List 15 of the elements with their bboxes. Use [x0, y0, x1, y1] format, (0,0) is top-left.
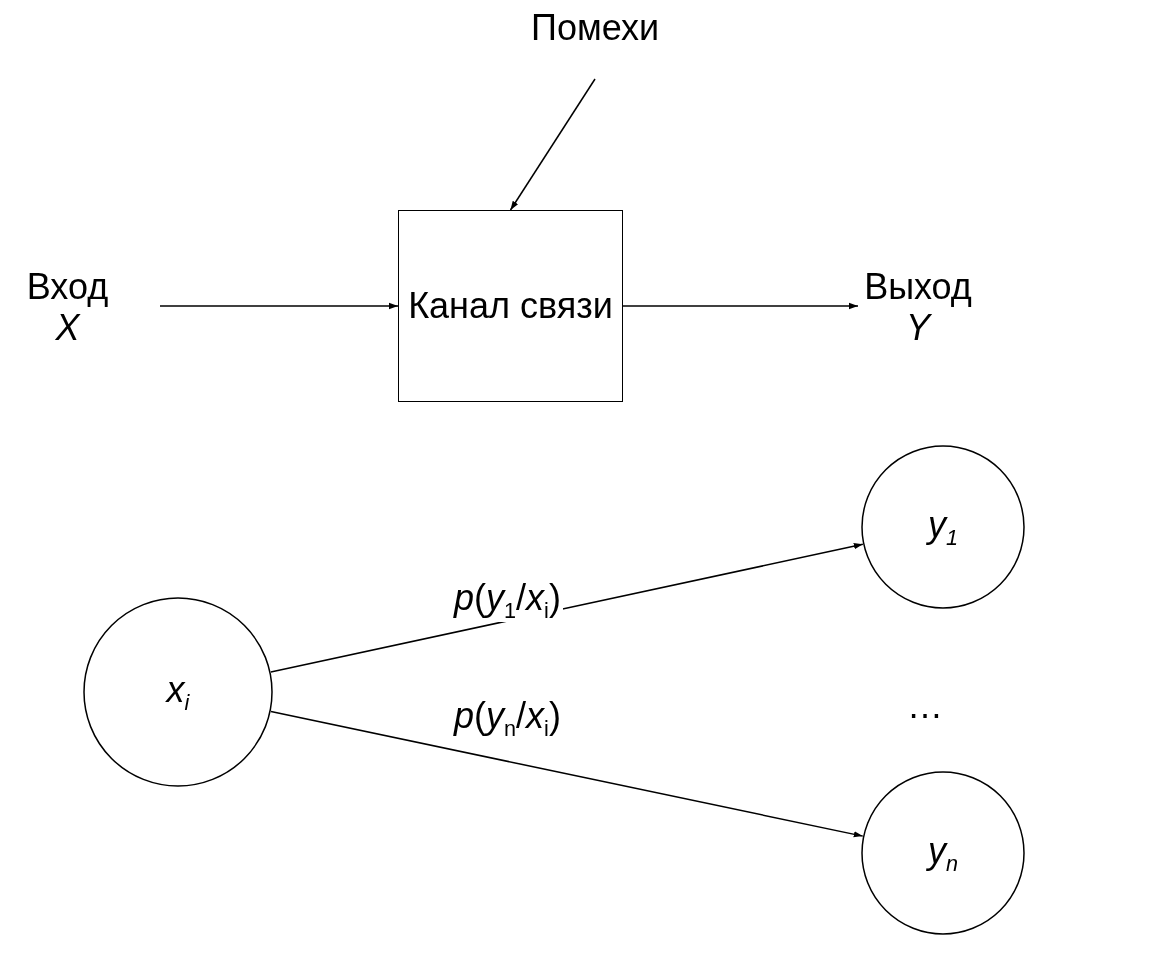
box-label: Канал связи [408, 285, 613, 327]
text-label: Помехи [531, 7, 659, 49]
arrow [159, 302, 399, 310]
variable-label: X [55, 307, 80, 349]
text-label: Вход [26, 265, 109, 307]
arrow [509, 78, 596, 211]
symbol-label: x$_{i}$ [166, 668, 190, 716]
symbol-label: y$_{n}$ [928, 829, 958, 877]
arrow [622, 302, 859, 310]
text-label: Выход [864, 265, 972, 307]
arrow [270, 710, 864, 838]
variable-label: Y [906, 307, 930, 349]
channel-box [398, 210, 623, 402]
symbol-label: y$_{1}$ [928, 503, 958, 551]
arrow [270, 543, 864, 673]
